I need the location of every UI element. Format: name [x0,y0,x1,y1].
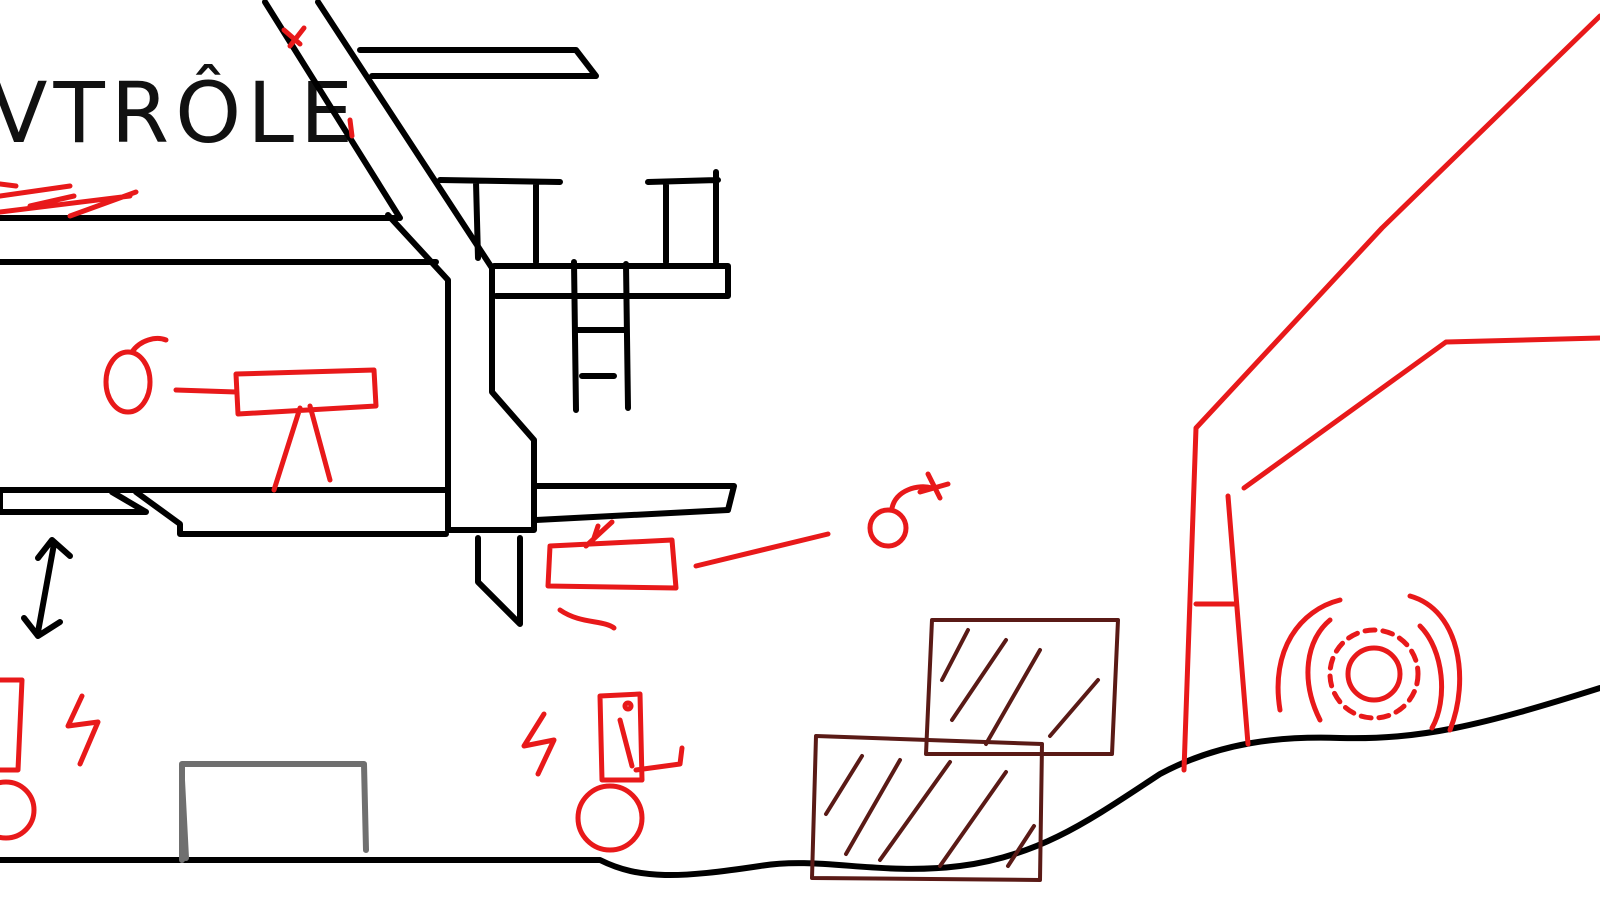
roof-beam [0,218,436,262]
lightning-icon [524,714,554,774]
robot-left[interactable] [0,680,34,838]
crate-top[interactable] [926,620,1118,754]
target-icon[interactable] [1278,596,1460,730]
interior-ledge [534,486,734,520]
turret-hanging[interactable] [548,522,828,628]
lightning-icon [68,696,98,764]
balcony-floor [494,266,728,296]
bomb-icon [870,474,948,546]
pillar-stub [478,538,520,624]
turret-telescope[interactable] [106,339,376,491]
building: VTRÔLE [0,2,1600,875]
roof-scribble [0,184,136,216]
door-frame[interactable] [182,764,366,860]
arrow-up-down-icon [24,540,70,636]
ladder[interactable] [574,262,628,410]
roof-sign-label: VTRÔLE [0,64,359,162]
robot-right[interactable] [578,694,682,850]
roof-plank [360,50,596,76]
room-floor [0,490,446,534]
